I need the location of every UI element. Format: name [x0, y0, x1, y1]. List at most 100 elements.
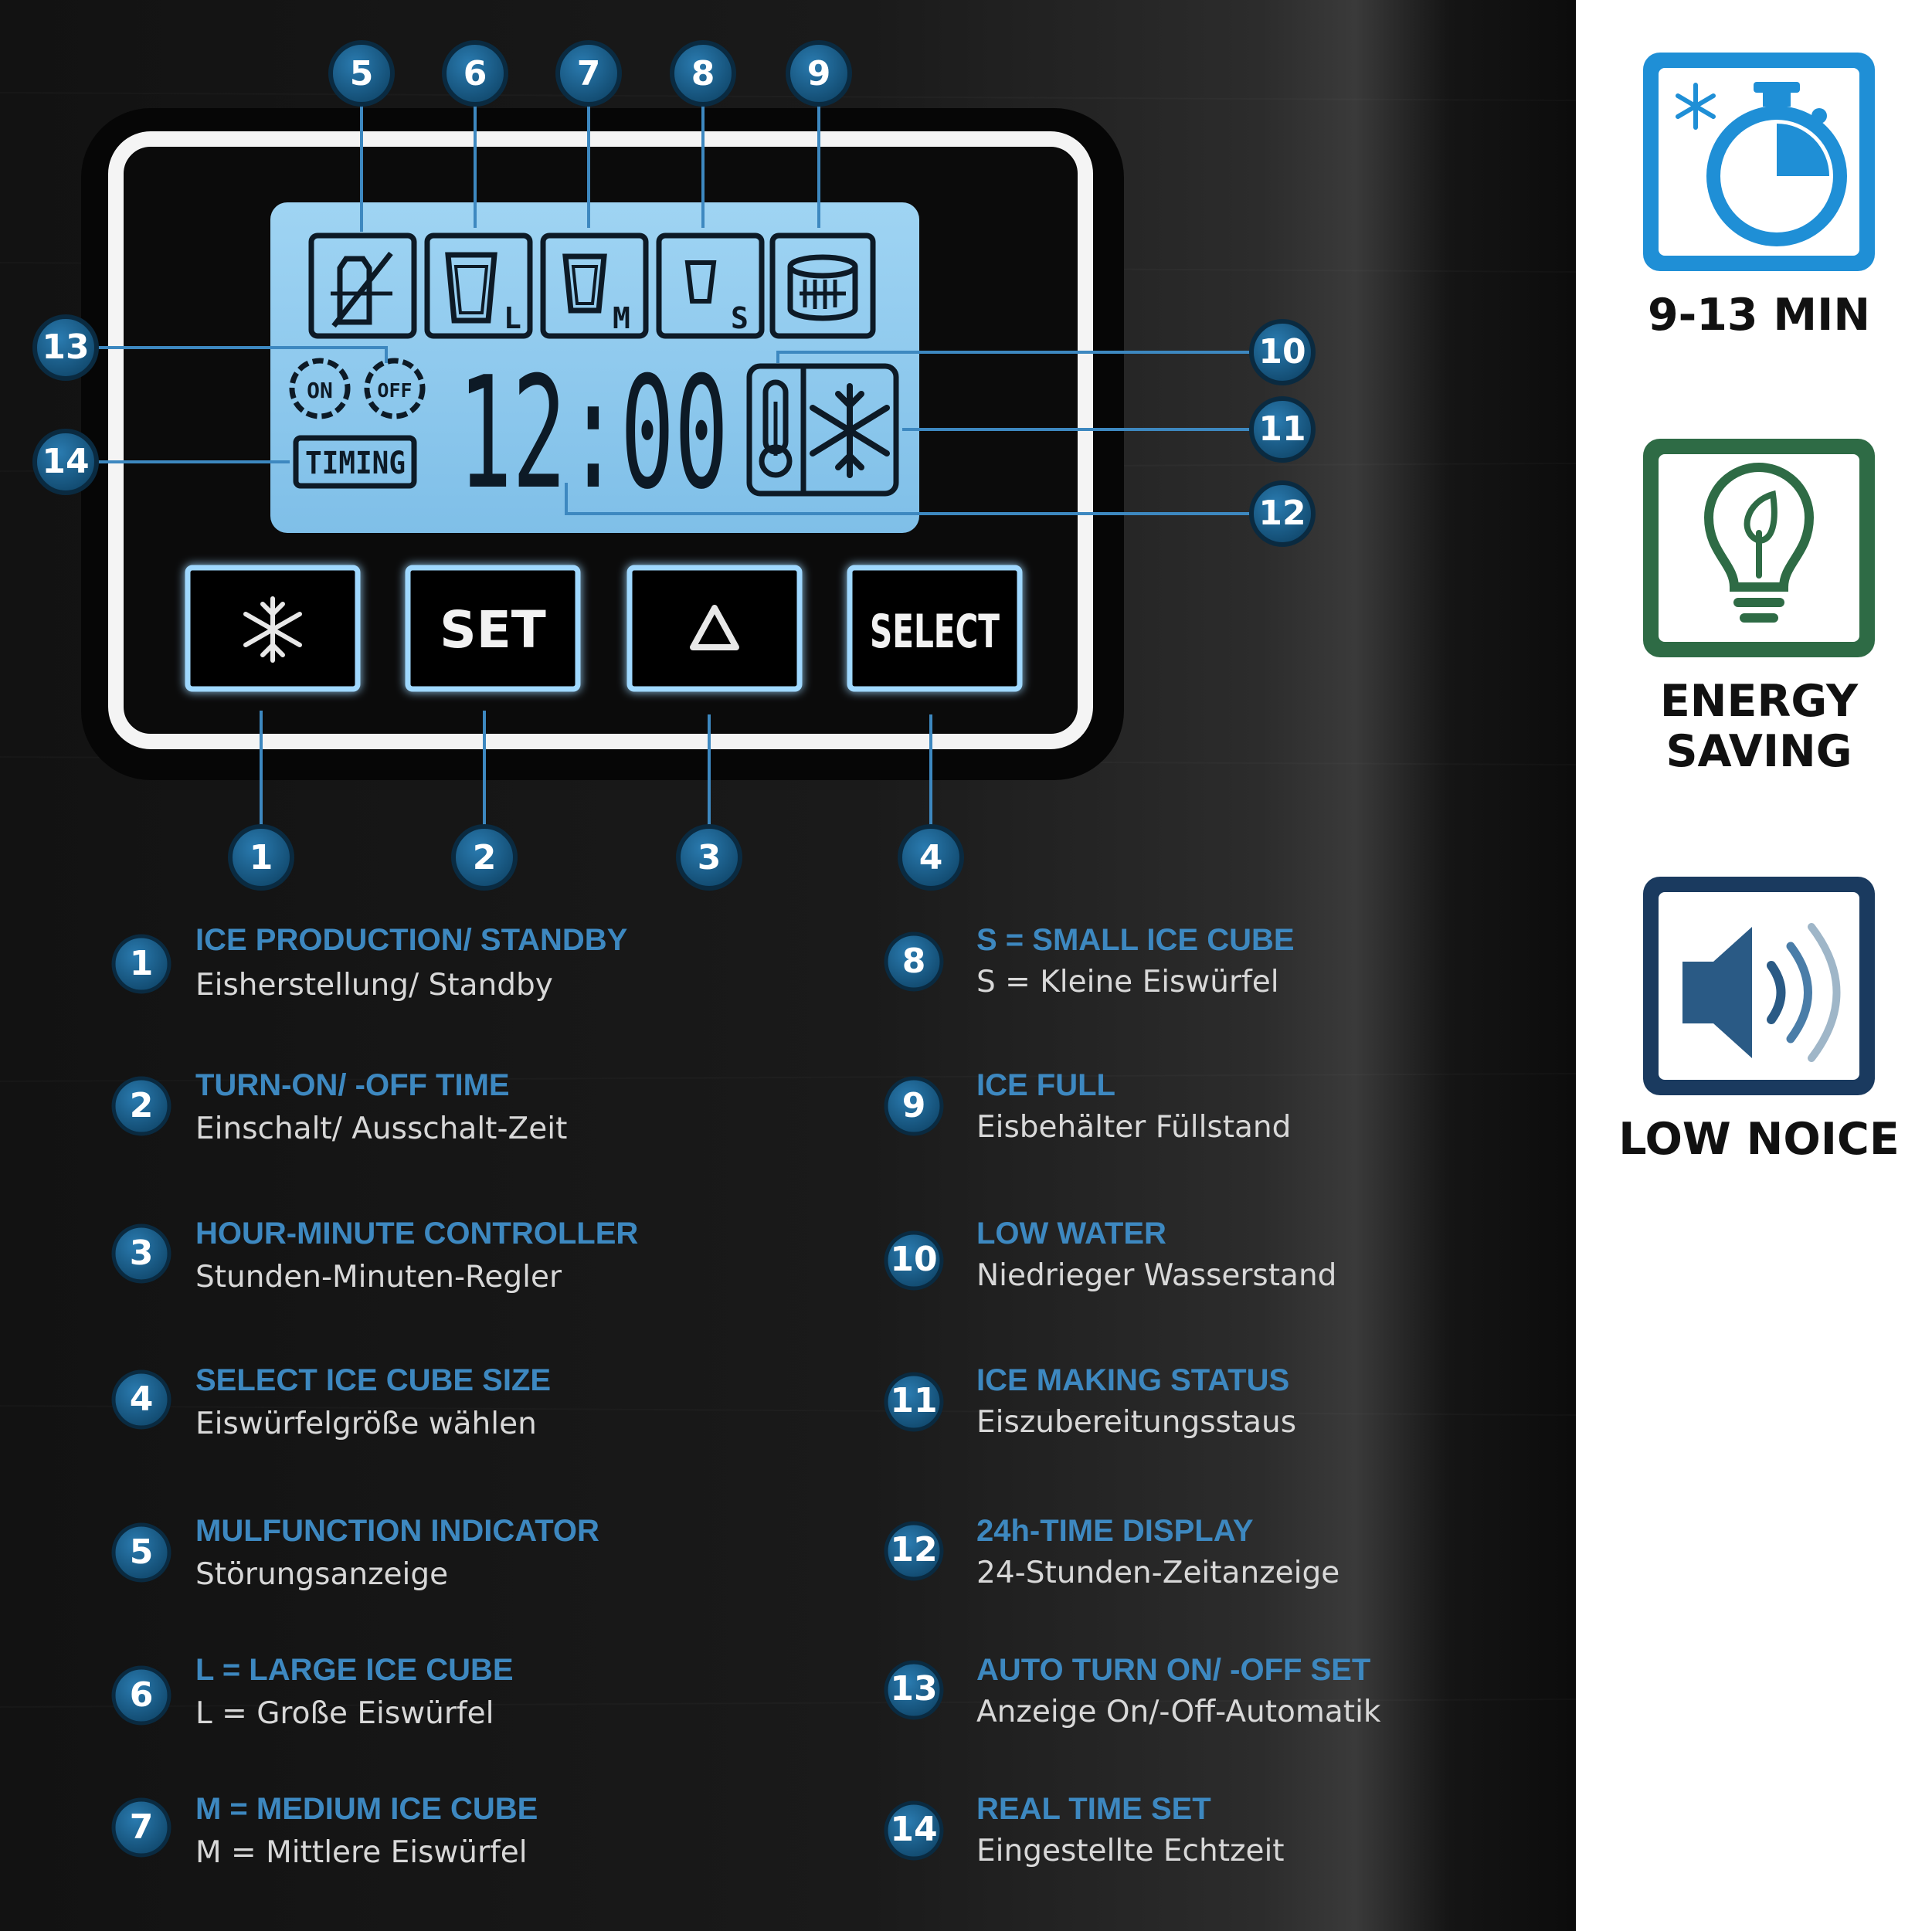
svg-text:ENERGY: ENERGY	[1660, 676, 1859, 727]
ice-production-button[interactable]	[185, 565, 361, 692]
svg-text:LOW NOICE: LOW NOICE	[1618, 1114, 1900, 1165]
svg-text:Niedrieger Wasserstand: Niedrieger Wasserstand	[976, 1258, 1336, 1293]
lcd-ice-full-icon	[769, 232, 876, 339]
size-letter-small: S	[731, 301, 749, 335]
svg-text:ICE MAKING STATUS: ICE MAKING STATUS	[976, 1363, 1289, 1397]
svg-text:AUTO TURN ON/ -OFF SET: AUTO TURN ON/ -OFF SET	[976, 1653, 1370, 1687]
svg-text:8: 8	[691, 54, 715, 93]
callout-badge-2: 2	[451, 824, 518, 891]
set-button[interactable]: SET	[405, 565, 581, 692]
svg-text:2: 2	[473, 838, 497, 877]
svg-text:24h-TIME DISPLAY: 24h-TIME DISPLAY	[976, 1514, 1254, 1548]
svg-text:8: 8	[902, 942, 926, 981]
lcd-low-water-icon	[746, 363, 899, 497]
svg-text:OFF: OFF	[377, 379, 412, 402]
callout-badge-4: 4	[898, 824, 964, 891]
svg-text:M = MEDIUM ICE CUBE: M = MEDIUM ICE CUBE	[195, 1792, 538, 1826]
svg-text:4: 4	[919, 838, 943, 877]
svg-text:Anzeige On/-Off-Automatik: Anzeige On/-Off-Automatik	[976, 1695, 1381, 1729]
legend-item-3: 3 HOUR-MINUTE CONTROLLER Stunden-Minuten-R…	[111, 1217, 638, 1295]
lcd-time-display: 12:00	[458, 344, 728, 524]
svg-text:13: 13	[890, 1669, 937, 1709]
svg-text:4: 4	[130, 1380, 154, 1419]
select-button[interactable]: SELECT	[847, 565, 1023, 692]
lcd-medium-cube-icon: M	[540, 232, 649, 339]
callout-badge-13: 13	[32, 314, 99, 381]
callout-badge-11: 11	[1249, 396, 1316, 463]
svg-text:7: 7	[130, 1807, 154, 1847]
svg-text:9: 9	[902, 1086, 926, 1125]
legend-item-10: 10 LOW WATER Niedrieger Wasserstand	[884, 1217, 1336, 1293]
svg-text:1: 1	[130, 944, 154, 983]
feature-fast-freeze: 9-13 MIN	[1643, 53, 1875, 341]
svg-text:SELECT ICE CUBE SIZE: SELECT ICE CUBE SIZE	[195, 1363, 551, 1397]
svg-text:LOW WATER: LOW WATER	[976, 1217, 1166, 1251]
svg-text:TURN-ON/ -OFF TIME: TURN-ON/ -OFF TIME	[195, 1068, 510, 1102]
svg-text:MULFUNCTION INDICATOR: MULFUNCTION INDICATOR	[195, 1514, 599, 1548]
svg-text:11: 11	[1258, 409, 1306, 449]
legend-item-13: 13 AUTO TURN ON/ -OFF SET Anzeige On/-Off-…	[884, 1653, 1381, 1729]
svg-text:10: 10	[890, 1240, 937, 1279]
svg-text:S = SMALL ICE CUBE: S = SMALL ICE CUBE	[976, 923, 1295, 957]
size-letter-large: L	[504, 301, 521, 335]
lcd-large-cube-icon: L	[424, 232, 533, 339]
callout-badges: 5 6 7 8 9 13 14 10 11 12 1 2 3 4	[32, 40, 1316, 891]
callout-badge-10: 10	[1249, 319, 1316, 385]
lcd-on-indicator: ON	[289, 358, 351, 419]
svg-text:TIMING: TIMING	[305, 446, 406, 481]
svg-text:3: 3	[130, 1234, 154, 1273]
svg-text:ICE PRODUCTION/ STANDBY: ICE PRODUCTION/ STANDBY	[195, 923, 628, 957]
svg-text:3: 3	[698, 838, 722, 877]
svg-text:9: 9	[807, 54, 831, 93]
callout-badge-1: 1	[228, 824, 294, 891]
triangle-up-icon	[690, 605, 739, 650]
svg-text:Eiszubereitungsstaus: Eiszubereitungsstaus	[976, 1405, 1296, 1440]
up-arrow-button[interactable]	[626, 565, 803, 692]
lcd-ice-making-snowflake-icon	[810, 383, 890, 478]
lcd-malfunction-icon	[308, 232, 417, 339]
callout-badge-14: 14	[32, 429, 99, 495]
svg-text:14: 14	[42, 442, 89, 481]
svg-text:6: 6	[463, 54, 487, 93]
svg-text:Eingestellte Echtzeit: Eingestellte Echtzeit	[976, 1834, 1285, 1868]
control-panel: L M S ON	[81, 108, 1124, 780]
callout-badge-7: 7	[555, 40, 622, 107]
svg-text:ON: ON	[307, 378, 333, 403]
lcd-off-indicator: OFF	[364, 358, 426, 419]
svg-text:L = LARGE ICE CUBE: L = LARGE ICE CUBE	[195, 1653, 514, 1687]
svg-text:11: 11	[890, 1381, 937, 1420]
svg-text:5: 5	[350, 54, 374, 93]
stopwatch-snowflake-icon	[1676, 82, 1847, 246]
svg-text:12: 12	[1258, 494, 1306, 533]
svg-text:Einschalt/ Ausschalt-Zeit: Einschalt/ Ausschalt-Zeit	[195, 1111, 567, 1146]
svg-text:Stunden-Minuten-Regler: Stunden-Minuten-Regler	[195, 1260, 562, 1295]
svg-text:2: 2	[130, 1086, 154, 1125]
snowflake-icon	[243, 596, 302, 663]
svg-text:7: 7	[577, 54, 601, 93]
svg-text:Eiswürfelgröße wählen: Eiswürfelgröße wählen	[195, 1407, 537, 1441]
callout-badge-8: 8	[670, 40, 736, 107]
svg-text:SET: SET	[440, 600, 546, 660]
svg-text:SELECT: SELECT	[870, 605, 1000, 659]
legend-item-4: 4 SELECT ICE CUBE SIZE Eiswürfelgröße wähl…	[111, 1363, 551, 1441]
svg-text:9-13 MIN: 9-13 MIN	[1648, 290, 1870, 341]
speaker-icon	[1682, 923, 1841, 1062]
lcd-timing-indicator: TIMING	[293, 435, 417, 489]
svg-text:M = Mittlere Eiswürfel: M = Mittlere Eiswürfel	[195, 1835, 528, 1870]
svg-text:14: 14	[890, 1810, 937, 1849]
svg-text:HOUR-MINUTE CONTROLLER: HOUR-MINUTE CONTROLLER	[195, 1217, 638, 1251]
svg-text:6: 6	[130, 1675, 154, 1715]
lcd-small-cube-icon: S	[656, 232, 765, 339]
feature-low-noise: LOW NOICE	[1618, 877, 1900, 1165]
feature-energy-saving: ENERGY SAVING	[1643, 439, 1875, 777]
lcd-screen	[270, 202, 919, 533]
callout-badge-3: 3	[676, 824, 742, 891]
svg-text:12: 12	[890, 1530, 937, 1570]
size-letter-medium: M	[613, 301, 630, 335]
svg-text:1: 1	[250, 838, 273, 877]
